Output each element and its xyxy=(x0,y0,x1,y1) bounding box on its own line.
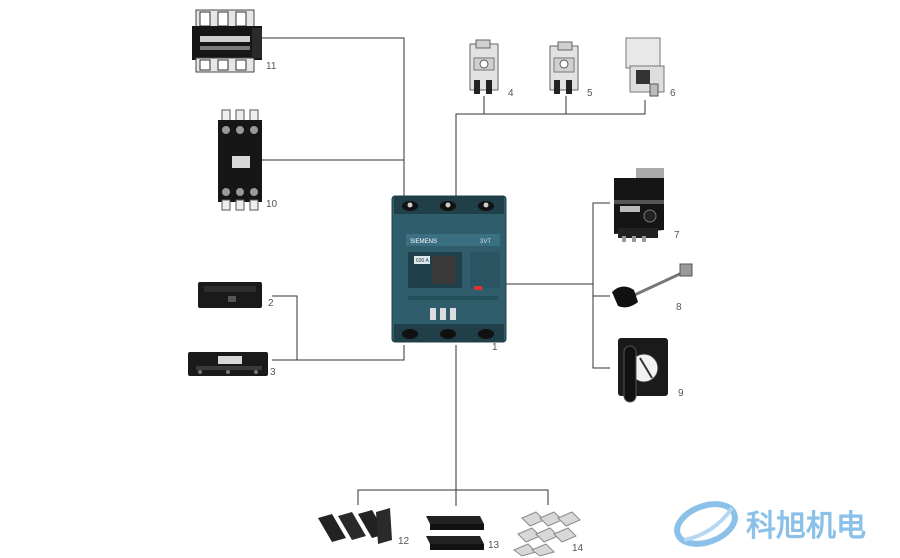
label-1: 1 xyxy=(492,342,498,353)
motor-operator-image xyxy=(614,168,664,242)
auxiliary-switch-image-a xyxy=(469,39,499,94)
label-6: 6 xyxy=(670,88,676,99)
shunt-release-image xyxy=(625,37,665,97)
label-8: 8 xyxy=(676,302,682,313)
terminal-shields-image xyxy=(426,516,484,550)
label-13: 13 xyxy=(488,540,500,551)
watermark-text: 科旭机电 xyxy=(746,509,866,544)
label-4: 4 xyxy=(508,88,514,99)
label-12: 12 xyxy=(398,536,410,547)
label-2: 2 xyxy=(268,298,274,309)
extension-shaft-image xyxy=(612,263,693,308)
connector-lines xyxy=(262,37,646,506)
phase-barriers-image xyxy=(318,508,392,544)
terminal-cover-electronic-image xyxy=(188,352,268,376)
withdrawable-base-image xyxy=(192,9,262,73)
door-rotary-handle-image xyxy=(618,338,668,403)
breaker-rating: 630 A xyxy=(416,258,429,264)
label-3: 3 xyxy=(270,367,276,378)
label-10: 10 xyxy=(266,199,278,210)
label-5: 5 xyxy=(587,88,593,99)
auxiliary-switch-image-b xyxy=(549,41,579,94)
connection-bars-image xyxy=(513,511,581,557)
label-14: 14 xyxy=(572,543,584,554)
breaker-model: 3VT xyxy=(480,239,491,245)
label-9: 9 xyxy=(678,388,684,399)
watermark-logo: 科旭机电 xyxy=(674,501,866,547)
breaker-brand: SIEMENS xyxy=(410,239,437,245)
label-7: 7 xyxy=(674,230,680,241)
plug-in-base-image xyxy=(218,109,262,211)
label-11: 11 xyxy=(266,61,277,72)
terminal-cover-image xyxy=(198,282,262,308)
circuit-breaker-image: SIEMENS 3VT 630 A xyxy=(391,195,507,343)
